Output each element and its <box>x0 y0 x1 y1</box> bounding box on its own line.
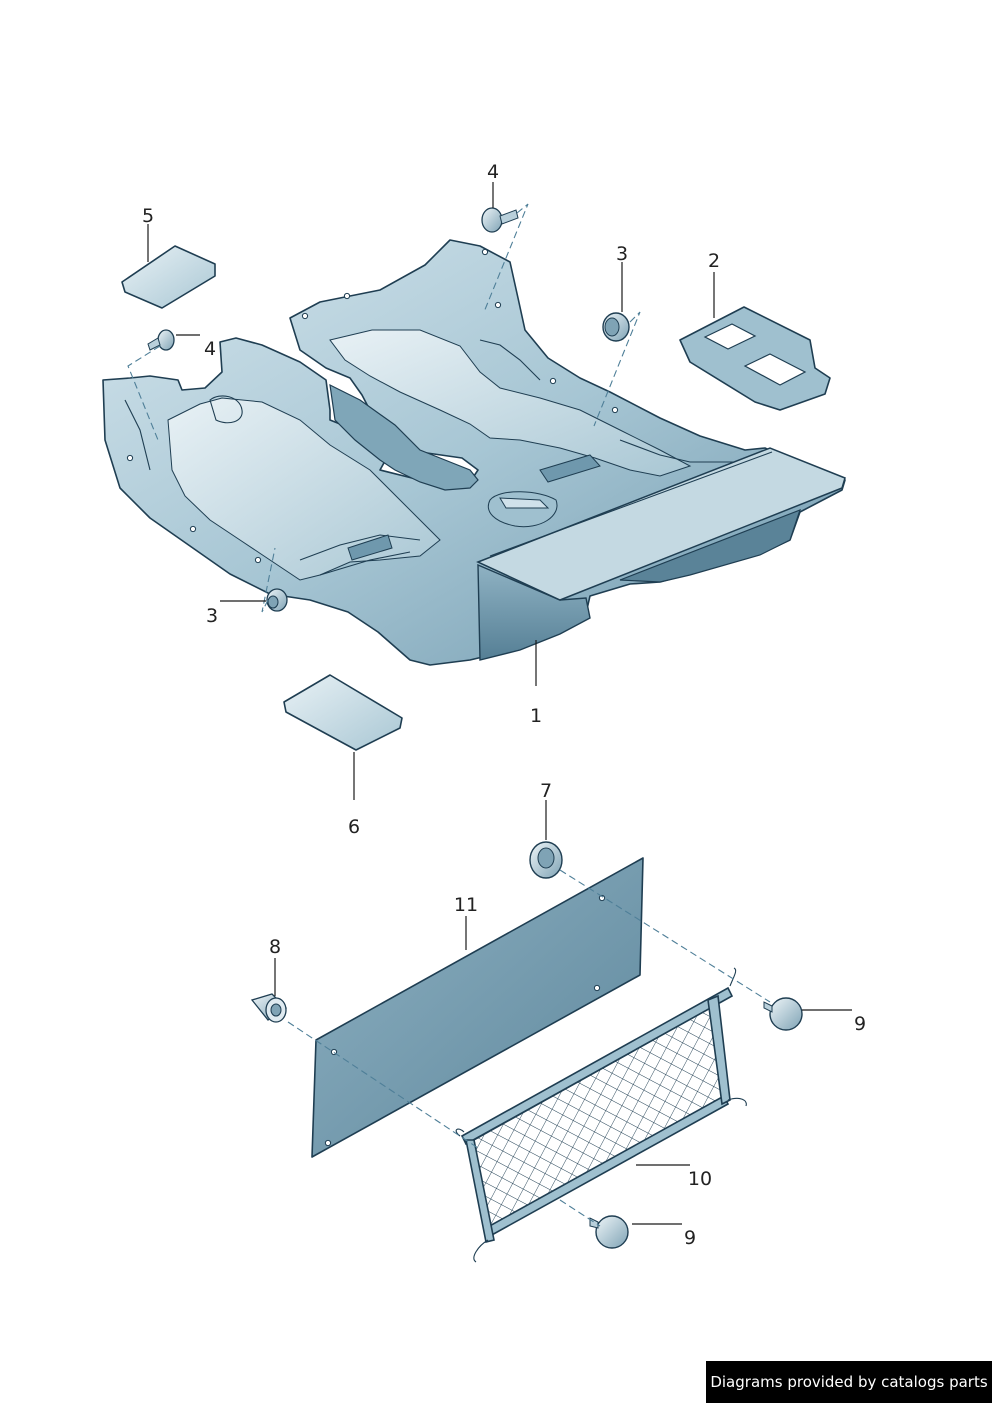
credit-badge: Diagrams provided by catalogs parts <box>706 1361 992 1403</box>
callout-9-lower: 9 <box>684 1227 696 1249</box>
cover-board <box>311 857 644 1158</box>
insulation-pad <box>679 306 831 411</box>
callout-11: 11 <box>454 894 478 916</box>
leader-lines <box>147 182 852 1225</box>
callout-4-left: 4 <box>204 338 216 360</box>
sleeve <box>250 993 288 1023</box>
callout-2: 2 <box>708 250 720 272</box>
callout-8: 8 <box>269 936 281 958</box>
callout-9-upper: 9 <box>854 1013 866 1035</box>
screw-top <box>481 207 519 233</box>
screw-left <box>147 329 175 351</box>
luggage-net <box>455 967 747 1263</box>
callout-numbers: 1 2 3 3 4 4 5 6 7 8 9 9 10 11 <box>142 161 866 1249</box>
small-pad-bottom <box>283 674 403 751</box>
push-nut-upper <box>763 997 803 1031</box>
callout-3-left: 3 <box>206 605 218 627</box>
callout-3-right: 3 <box>616 243 628 265</box>
clip-right <box>602 312 630 342</box>
small-pad-top <box>121 245 216 309</box>
push-nut-lower <box>589 1215 629 1249</box>
floor-covering <box>102 239 846 666</box>
callout-4-top: 4 <box>487 161 499 183</box>
callout-6: 6 <box>348 816 360 838</box>
callout-5: 5 <box>142 205 154 227</box>
clip-left <box>266 588 288 612</box>
callout-7: 7 <box>540 780 552 802</box>
callout-10: 10 <box>688 1168 712 1190</box>
grommet <box>529 841 563 879</box>
callout-1: 1 <box>530 705 542 727</box>
